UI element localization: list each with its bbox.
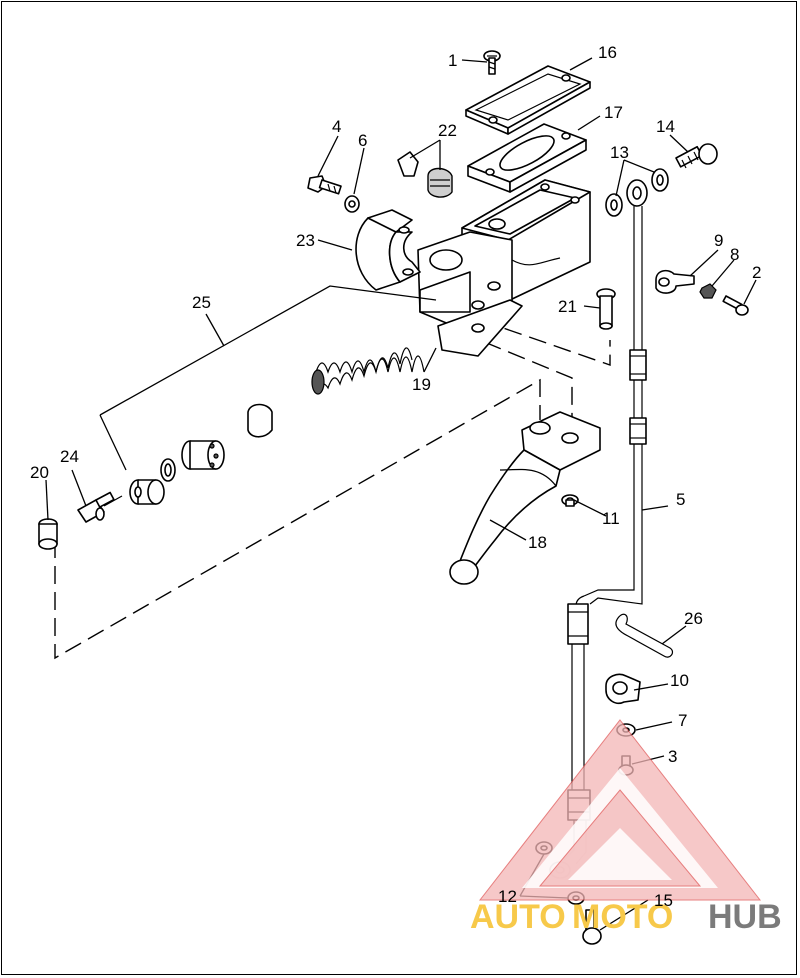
callout-14: 14 — [656, 117, 675, 136]
pivot-pin — [596, 288, 616, 330]
o-ring — [160, 458, 176, 482]
reservoir-cover — [465, 65, 591, 135]
reservoir-gasket — [467, 123, 587, 193]
callout-15: 15 — [654, 891, 673, 910]
callout-3: 3 — [668, 747, 677, 766]
callout-2: 2 — [752, 263, 761, 282]
callout-12: 12 — [498, 887, 517, 906]
callout-19: 19 — [412, 375, 431, 394]
dust-boot — [38, 518, 58, 550]
watermark-moto: MOTO — [572, 898, 673, 936]
callout-25: 25 — [192, 293, 211, 312]
upper-banjo-washers — [605, 168, 669, 217]
callout-numbers: 1 2 3 4 5 6 7 8 9 10 11 12 13 14 15 16 1… — [30, 43, 761, 910]
callout-20: 20 — [30, 463, 49, 482]
clamp-bolt — [307, 175, 342, 195]
callout-16: 16 — [598, 43, 617, 62]
watermark-auto: AUTO — [470, 898, 566, 936]
upper-banjo — [626, 179, 648, 207]
upper-banjo-bolt — [675, 143, 718, 169]
piston — [181, 440, 225, 470]
callout-4: 4 — [332, 117, 341, 136]
callout-6: 6 — [358, 131, 367, 150]
lower-banjo-bolt — [582, 909, 602, 945]
clip-nut — [699, 283, 717, 299]
watermark-logo — [478, 719, 762, 901]
assembly-dash-lines — [54, 319, 611, 660]
callout-11: 11 — [602, 509, 620, 528]
line-clip-upper — [655, 269, 695, 294]
callout-10: 10 — [670, 671, 689, 690]
watermark-hub: HUB — [708, 898, 782, 936]
primary-cup — [247, 403, 273, 438]
callout-1: 1 — [448, 51, 457, 70]
sight-glass — [397, 151, 453, 198]
callout-26: 26 — [684, 609, 703, 628]
retaining-clip — [615, 613, 674, 658]
callout-17: 17 — [604, 103, 623, 122]
master-cylinder-body — [417, 179, 591, 357]
clamp-washer — [344, 195, 360, 213]
callout-8: 8 — [730, 245, 739, 264]
callout-18: 18 — [528, 533, 547, 552]
callout-7: 7 — [678, 711, 687, 730]
brake-lever — [449, 411, 601, 585]
handlebar-clamp — [355, 209, 421, 291]
clip-screw — [722, 295, 749, 316]
callout-22: 22 — [438, 121, 457, 140]
callout-24: 24 — [60, 447, 79, 466]
pushrod — [77, 491, 123, 523]
callout-5: 5 — [676, 490, 685, 509]
callout-23: 23 — [296, 231, 315, 250]
return-spring — [311, 347, 425, 395]
line-clamp-lower — [605, 673, 641, 705]
cover-screw — [483, 50, 501, 75]
callout-13: 13 — [610, 143, 629, 162]
secondary-cup — [129, 479, 165, 505]
callout-21: 21 — [558, 297, 577, 316]
lever-spacer — [561, 494, 579, 507]
bracket-25 — [99, 285, 437, 471]
callout-9: 9 — [714, 231, 723, 250]
